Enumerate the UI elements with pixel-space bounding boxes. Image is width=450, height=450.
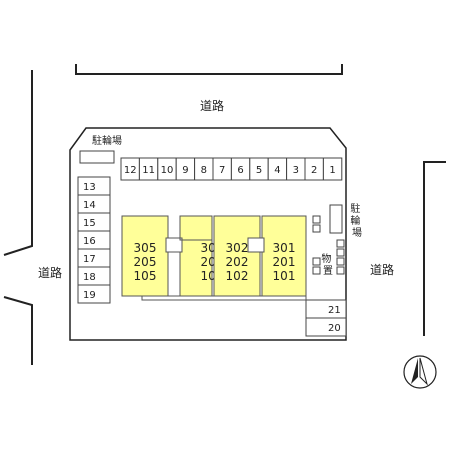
parking-number: 10 [161, 165, 174, 176]
unit-number: 302 [226, 241, 249, 255]
road-label-left: 道路 [38, 265, 62, 280]
right-road-edge [423, 161, 446, 336]
parking-space: 7 [212, 157, 232, 181]
bicycle-parking-label-right: 駐 輪 場 [350, 202, 363, 239]
parking-space: 11 [138, 157, 159, 181]
unit-number: 205 [134, 255, 157, 269]
parking-number: 18 [83, 272, 96, 283]
storage-block [312, 224, 321, 233]
storage-block [312, 257, 321, 266]
building-connectors [165, 215, 265, 253]
parking-number: 11 [142, 165, 155, 176]
parking-space: 19 [77, 284, 111, 304]
unit-number: 301 [273, 241, 296, 255]
parking-space: 9 [175, 157, 196, 181]
parking-space: 16 [77, 230, 111, 250]
parking-number: 17 [83, 254, 96, 265]
parking-space: 3 [286, 157, 306, 181]
unit-number: 105 [134, 269, 157, 283]
parking-row-top: 12 11 10 9 8 7 6 5 4 3 2 1 [120, 157, 343, 181]
bicycle-parking-area-top [79, 150, 115, 164]
unit-number: 101 [273, 269, 296, 283]
parking-number: 6 [237, 165, 243, 176]
parking-number: 4 [274, 165, 280, 176]
parking-number: 19 [83, 290, 96, 301]
parking-space: 2 [304, 157, 324, 181]
parking-space: 13 [77, 176, 111, 196]
road-label-right: 道路 [370, 262, 394, 277]
parking-number: 7 [219, 165, 225, 176]
storage-area [312, 215, 345, 275]
parking-space: 20 [305, 317, 347, 337]
parking-column-left: 13 14 15 16 17 18 19 [77, 176, 111, 304]
bicycle-parking-area-right [329, 204, 343, 234]
parking-space: 12 [120, 157, 140, 181]
parking-space: 18 [77, 266, 111, 286]
parking-number: 21 [328, 305, 341, 316]
storage-block [336, 257, 345, 266]
storage-block [312, 266, 321, 275]
parking-number: 16 [83, 236, 96, 247]
storage-block [336, 239, 345, 248]
parking-space: 4 [267, 157, 288, 181]
parking-number: 2 [311, 165, 317, 176]
parking-space: 15 [77, 212, 111, 232]
road-label-top: 道路 [200, 98, 224, 113]
parking-number: 9 [182, 165, 188, 176]
north-arrow-icon [403, 355, 437, 389]
bicycle-parking-label-top: 駐輪場 [92, 134, 122, 147]
parking-space: 5 [249, 157, 269, 181]
storage-label: 物 置 [321, 252, 334, 277]
unit-number: 201 [273, 255, 296, 269]
parking-number: 13 [83, 182, 96, 193]
left-road-edge-upper [3, 70, 33, 256]
parking-space: 10 [157, 157, 177, 181]
parking-space: 21 [305, 299, 347, 319]
parking-space: 8 [194, 157, 214, 181]
building-balcony [141, 295, 307, 301]
parking-space: 14 [77, 194, 111, 214]
unit-number: 305 [134, 241, 157, 255]
unit-number: 202 [226, 255, 249, 269]
storage-block [312, 215, 321, 224]
parking-number: 8 [201, 165, 207, 176]
parking-number: 20 [328, 323, 341, 334]
parking-number: 12 [124, 165, 137, 176]
parking-space: 1 [322, 157, 343, 181]
parking-column-right: 21 20 [305, 299, 347, 337]
unit-number: 102 [226, 269, 249, 283]
site-boundary [69, 127, 347, 341]
road-edges [3, 64, 446, 365]
storage-block [336, 266, 345, 275]
parking-space: 17 [77, 248, 111, 268]
parking-number: 3 [293, 165, 299, 176]
left-road-edge-lower [3, 296, 33, 365]
parking-number: 15 [83, 218, 96, 229]
storage-block [336, 248, 345, 257]
parking-number: 14 [83, 200, 96, 211]
parking-space: 6 [230, 157, 251, 181]
parking-number: 5 [256, 165, 262, 176]
top-road-edge [75, 64, 343, 75]
parking-number: 1 [329, 165, 335, 176]
